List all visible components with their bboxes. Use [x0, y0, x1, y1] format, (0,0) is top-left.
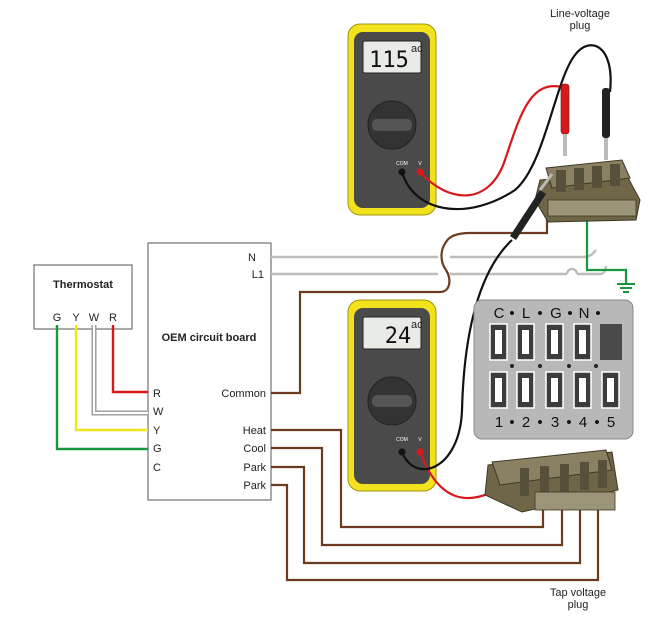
- tap-voltage-plug: [484, 449, 619, 513]
- terminal-heat-label: Heat: [243, 425, 266, 437]
- probe-top-black: [602, 88, 610, 160]
- line-wires: [271, 249, 608, 276]
- meter-bottom-v: V: [418, 437, 422, 443]
- pin-top-n: N: [579, 305, 590, 322]
- pin-bottom-5: 5: [607, 414, 615, 431]
- ground: [585, 215, 635, 293]
- meter-bottom-dial-knob: [372, 395, 412, 407]
- meter-top-unit: ac: [411, 43, 423, 55]
- line-plug-label-1: Line-voltage: [550, 8, 610, 20]
- meter-top-v: V: [418, 161, 422, 167]
- thermostat: Thermostat G Y W R: [33, 264, 133, 330]
- wire-red: [111, 325, 148, 394]
- circuit-board: OEM circuit board N L1 Common Heat Cool …: [147, 242, 272, 501]
- thermostat-terminal-r: R: [109, 312, 117, 324]
- pinout-plate: C • L • G • N • 1 • 2: [473, 299, 634, 440]
- terminal-park2-label: Park: [243, 480, 266, 492]
- probe-bottom-black-lead: [400, 239, 513, 471]
- board-label: OEM circuit board: [162, 332, 257, 344]
- terminal-n-label: N: [248, 252, 256, 264]
- probe-top-black-lead: [400, 44, 612, 211]
- line-voltage-plug: [534, 159, 641, 223]
- wire-l1-hop: [565, 267, 579, 275]
- board-terminal-c: C: [153, 462, 161, 474]
- thermostat-wires: [55, 325, 148, 451]
- pin-top-dot-1: •: [509, 305, 514, 322]
- wire-cool: [271, 446, 564, 547]
- wire-yellow: [74, 325, 148, 432]
- pin-top-dot-4: •: [595, 305, 600, 322]
- wire-n: [271, 249, 597, 259]
- wire-common: [271, 215, 549, 395]
- pin-top-c: C: [494, 305, 505, 322]
- board-terminal-g: G: [153, 443, 162, 455]
- wire-green: [55, 325, 148, 451]
- terminal-cool-label: Cool: [243, 443, 266, 455]
- probe-top-red: [560, 83, 570, 156]
- pin-top-dot-2: •: [537, 305, 542, 322]
- pin-bottom-dot-4: •: [594, 414, 599, 431]
- tap-plug-label-2: plug: [568, 599, 589, 611]
- terminal-l1-label: L1: [252, 269, 264, 281]
- probe-bottom-black: [510, 173, 554, 240]
- pin-bottom-dot-2: •: [537, 414, 542, 431]
- tap-wires: [271, 428, 600, 582]
- tap-plug-label-1: Tap voltage: [550, 587, 606, 599]
- board-terminal-r: R: [153, 388, 161, 400]
- thermostat-terminal-y: Y: [72, 312, 80, 324]
- socket-top-5: [600, 324, 622, 360]
- meter-top-dial-knob: [372, 119, 412, 131]
- pin-top-g: G: [550, 305, 562, 322]
- thermostat-terminal-g: G: [53, 312, 62, 324]
- meter-top: 115 ac COM V: [347, 23, 437, 216]
- wire-park2: [271, 483, 600, 582]
- wire-l1: [271, 265, 608, 276]
- wire-park1: [271, 465, 582, 565]
- wire-white: [92, 325, 148, 415]
- meter-bottom: 24 ac COM V: [347, 299, 437, 492]
- line-plug-label-2: plug: [570, 20, 591, 32]
- board-terminal-y: Y: [153, 425, 161, 437]
- terminal-park1-label: Park: [243, 462, 266, 474]
- pin-top-dot-3: •: [567, 305, 572, 322]
- wire-heat: [271, 428, 545, 529]
- pin-top-l: L: [522, 305, 530, 322]
- meter-bottom-display: 24: [385, 324, 412, 349]
- meter-bottom-com: COM: [396, 437, 408, 443]
- pin-bottom-1: 1: [495, 414, 503, 431]
- ground-wire: [585, 215, 628, 284]
- meter-top-display: 115: [369, 48, 409, 73]
- pin-bottom-2: 2: [522, 414, 530, 431]
- probe-top-red-lead: [419, 85, 563, 197]
- meter-bottom-unit: ac: [411, 319, 423, 331]
- thermostat-label: Thermostat: [53, 279, 113, 291]
- thermostat-terminal-w: W: [89, 312, 100, 324]
- board-terminal-w: W: [153, 406, 164, 418]
- pin-bottom-4: 4: [579, 414, 587, 431]
- meter-top-com: COM: [396, 161, 408, 167]
- pin-bottom-dot-3: •: [566, 414, 571, 431]
- pin-bottom-dot-1: •: [509, 414, 514, 431]
- wire-white-outer: [91, 325, 148, 416]
- pin-bottom-3: 3: [551, 414, 559, 431]
- terminal-common-label: Common: [221, 388, 266, 400]
